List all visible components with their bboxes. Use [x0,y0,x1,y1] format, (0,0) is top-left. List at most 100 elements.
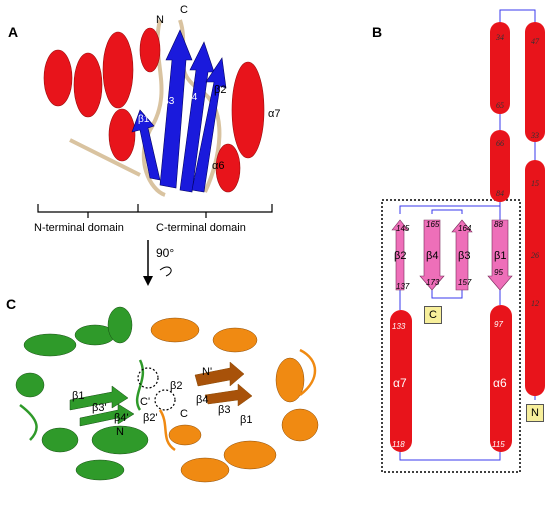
helix-ribbon [180,457,230,483]
strand-b2-top: 145 [396,224,410,233]
res-num: 12 [531,299,539,308]
res-num: 15 [531,179,539,188]
res-num: 33 [530,131,539,140]
helix-cylinder [490,22,510,114]
strand-b2-label: β2 [394,250,407,262]
helix-a7-top: 133 [392,322,406,331]
helix-ribbon [41,427,79,453]
helix-cylinder [525,160,545,320]
n-terminus-box: N [526,404,544,422]
label-green-b3p: β3' [92,402,107,414]
beta-strand [159,29,193,189]
helix-ribbon [91,425,149,455]
helix-ribbon [223,440,277,470]
helix-label-a7: α7 [268,108,281,120]
strand-b4-label: β4 [426,250,439,262]
strand-b3-label: β3 [458,250,471,262]
c-terminus-box: C [424,306,442,324]
helix-ribbon [212,327,258,353]
strand-b2-arrow [391,219,409,291]
helix-cylinder [490,130,510,202]
strand-b1-top: 88 [494,220,503,229]
helix-label-a6: α6 [212,160,225,172]
beta-strand [69,385,129,411]
strand-label-b4: β4 [186,92,198,103]
label-green-b1: β1 [72,390,85,402]
strand-b4-bottom: 173 [426,278,440,287]
label-orange-b3: β3 [218,404,231,416]
strand-b1-bottom: 95 [494,268,503,277]
helix-a7-label: α7 [393,376,407,390]
beta-strand [79,403,135,427]
label-orange-b1: β1 [240,414,253,426]
label-green-b2p: β2' [143,412,158,424]
helix-ribbon [15,372,45,398]
beta-strand [194,361,245,387]
res-num: 47 [531,37,540,46]
label-green-n: N [116,426,124,438]
res-num: 34 [495,33,504,42]
helix-cylinder [525,22,545,142]
strand-b3-arrow [451,219,473,291]
dashed-circle [137,367,159,389]
beta-strand [191,57,227,193]
label-green-b4p: β4' [114,412,129,424]
panel-letter-c: C [6,296,17,312]
coil-loop [69,138,141,177]
c-terminal-domain-label: C-terminal domain [156,222,246,234]
helix-ribbon [102,31,134,109]
helix-ribbon [281,408,319,442]
helix-a6-top: 97 [494,320,503,329]
strand-b3-top: 164 [458,224,472,233]
strand-label-b3: β3 [163,96,175,107]
helix-ribbon [108,108,136,162]
label-orange-np: N' [202,366,213,378]
helix-ribbon [275,357,305,403]
res-num: 84 [496,189,504,198]
helix-ribbon [73,52,103,118]
helix-ribbon [168,424,202,446]
helix-a7-bottom: 118 [392,440,405,449]
helix-a6-label: α6 [493,376,507,390]
strand-b4-top: 165 [426,220,440,229]
label-orange-b2: β2 [170,380,183,392]
beta-strand [131,109,161,181]
strand-b1-label: β1 [494,250,507,262]
helix-a6-bottom: 115 [492,440,505,449]
strand-label-b1: β1 [138,114,150,125]
strand-b4-arrow [419,219,445,291]
n-terminus-label: N [156,14,164,26]
label-orange-b4: β4 [196,394,209,406]
helix-ribbon [139,27,161,73]
panel-letter-b: B [372,24,383,40]
dashed-circle [154,389,176,411]
res-num: 65 [496,101,504,110]
beta-strand [204,383,253,407]
n-terminal-domain-label: N-terminal domain [34,222,124,234]
strand-b2-bottom: 137 [396,282,410,291]
helix-cylinder [525,296,545,396]
label-orange-c: C [180,408,188,420]
strand-b1-arrow [487,219,513,291]
helix-ribbon [107,306,133,344]
c-terminus-label: C [180,4,188,16]
dotted-box [381,199,521,473]
strand-b3-bottom: 157 [458,278,472,287]
helix-ribbon [231,61,265,159]
helix-a7-cylinder [390,310,412,452]
label-green-cp: C' [140,396,151,408]
helix-ribbon [75,459,125,481]
helix-ribbon [215,143,241,193]
rotation-label: 90° [156,246,175,260]
helix-ribbon [23,333,77,357]
helix-a6-cylinder [490,305,512,452]
strand-label-b2: β2 [214,84,227,96]
beta-strand [179,41,215,193]
panel-letter-a: A [8,24,19,40]
res-num: 66 [496,139,504,148]
helix-ribbon [43,49,73,107]
